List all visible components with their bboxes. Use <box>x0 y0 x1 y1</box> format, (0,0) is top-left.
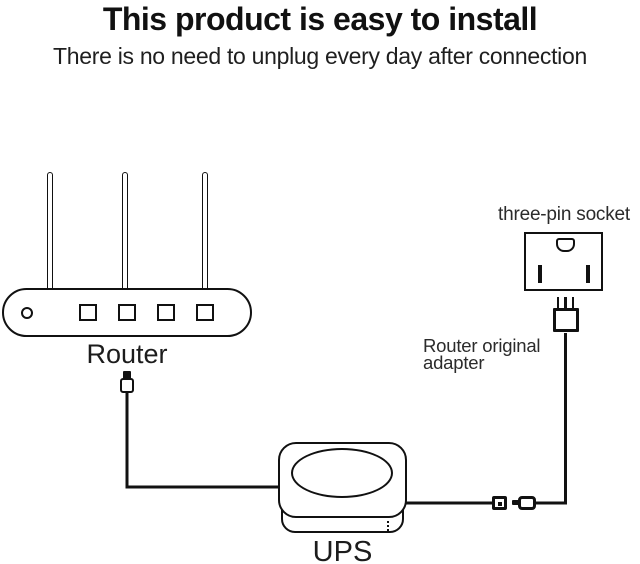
router-port-icon <box>79 304 97 321</box>
socket-label: three-pin socket <box>498 204 630 225</box>
adapter-pin-icon <box>556 297 560 310</box>
page-title: This product is easy to install <box>102 1 538 37</box>
power-plug-icon <box>123 371 131 379</box>
router-to-ups-cable <box>125 391 280 489</box>
router-port-icon <box>118 304 136 321</box>
socket-ground-slot-icon <box>556 238 575 252</box>
dc-female-connector-icon <box>492 496 507 510</box>
power-adapter-icon <box>553 308 579 332</box>
adapter-label-line2: adapter <box>423 352 485 373</box>
dc-male-plug-tip-icon <box>512 500 519 505</box>
ups-label: UPS <box>312 536 373 564</box>
page-subtitle: There is no need to unplug every day aft… <box>53 43 587 69</box>
socket-pin-slot-icon <box>586 265 590 283</box>
router-port-icon <box>196 304 214 321</box>
adapter-pin-icon <box>571 297 575 310</box>
router-antenna-icon <box>202 172 208 294</box>
adapter-label: Router original adapter <box>423 335 563 373</box>
adapter-label-line1: Router original <box>423 335 541 356</box>
dc-connector-pin-icon <box>498 501 502 506</box>
router-label: Router <box>86 339 168 369</box>
dc-male-plug-icon <box>518 496 536 510</box>
adapter-pin-icon <box>564 297 567 310</box>
router-port-icon <box>157 304 175 321</box>
socket-pin-slot-icon <box>538 265 542 283</box>
router-antenna-icon <box>47 172 53 294</box>
ups-top-ellipse <box>291 448 393 498</box>
router-antenna-icon <box>122 172 128 294</box>
power-plug-icon <box>120 378 134 393</box>
ups-seam-dotted-line <box>387 516 389 531</box>
router-led-icon <box>21 307 33 319</box>
